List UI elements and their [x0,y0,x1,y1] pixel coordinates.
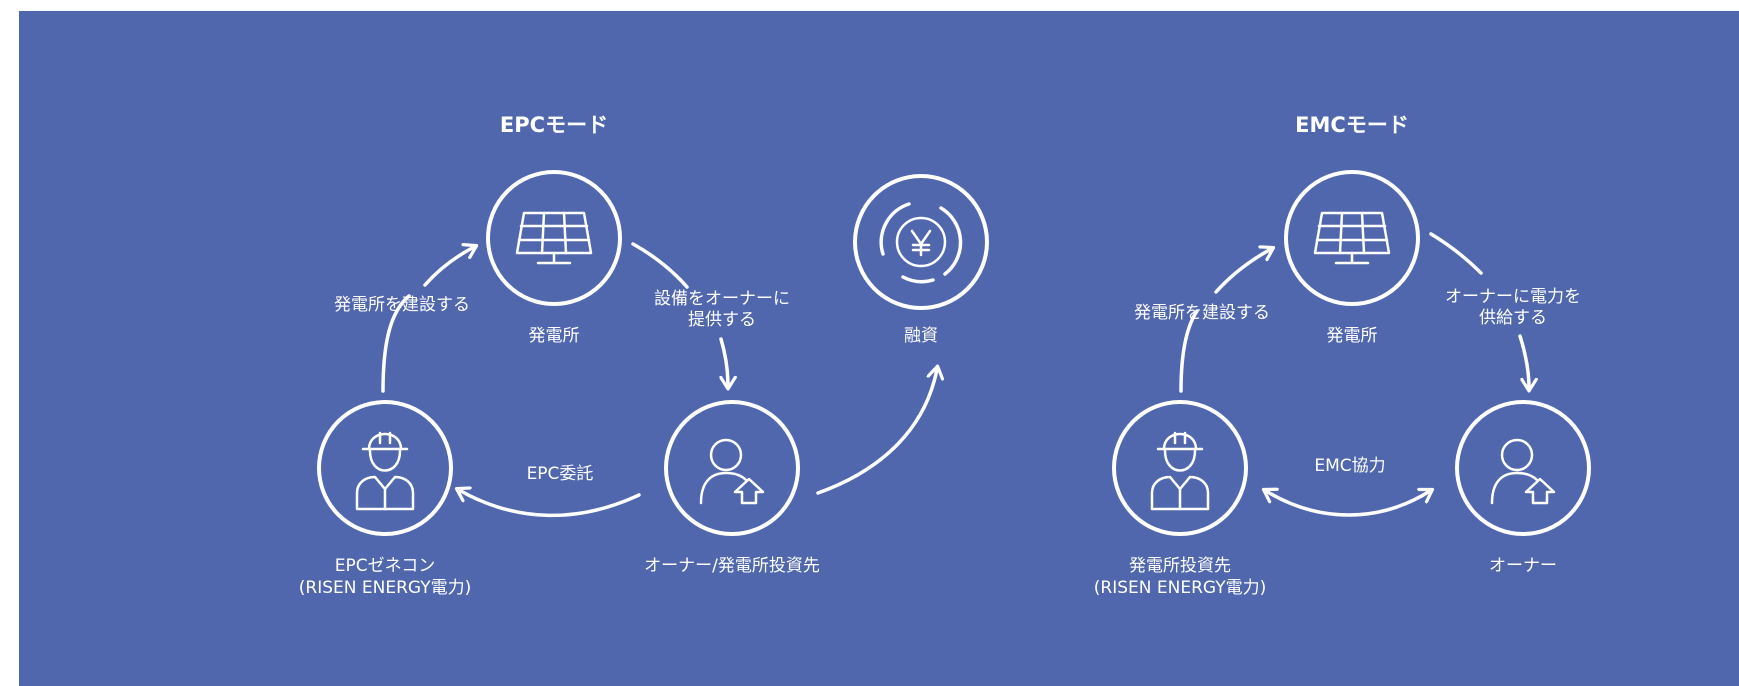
emc-investor-node: 発電所投資先 (RISEN ENERGY電力) [1094,400,1266,598]
emc-supply-arrow [1518,334,1529,388]
epc-finance-label: 融資 [904,326,938,346]
epc-provide-label-line1: 設備をオーナーに [654,289,790,309]
emc-plant-label: 発電所 [1327,326,1378,346]
emc-mode-section: EMCモード 発電所 発電所投資先 (RISEN ENERGY電力) オーナー … [1094,113,1591,598]
emc-owner-label: オーナー [1489,556,1557,576]
epc-owner-label: オーナー/発電所投資先 [644,556,820,576]
epc-provide-arrow-tail [631,242,689,289]
emc-supply-label-line2: 供給する [1479,308,1547,328]
diagram-background [19,11,1739,686]
epc-finance-node: 融資 [853,174,989,346]
emc-mode-title: EMCモード [1295,113,1409,137]
emc-build-label: 発電所を建設する [1134,303,1270,323]
epc-mode-section: EPCモード 発電所 融資 EPCゼネコン (RISEN ENERGY電力) オ… [299,113,989,598]
emc-cooperation-label: EMC協力 [1314,456,1385,476]
emc-supply-arrow-tail [1429,232,1483,275]
epc-commission-arrow [459,490,641,518]
epc-contractor-label-line1: EPCゼネコン [335,556,436,576]
epc-provide-label-line2: 提供する [688,310,756,330]
emc-owner-node: オーナー [1455,400,1591,576]
epc-build-arrow-tail [381,294,411,393]
emc-build-arrow [1214,249,1271,294]
emc-plant-node: 発電所 [1284,170,1420,346]
epc-build-arrow [423,247,474,287]
epc-owner-node: オーナー/発電所投資先 [644,400,820,576]
epc-contractor-label-line2: (RISEN ENERGY電力) [299,578,471,598]
epc-plant-label: 発電所 [529,326,580,346]
epc-provide-arrow [721,337,728,386]
emc-investor-label-line2: (RISEN ENERGY電力) [1094,578,1266,598]
emc-cooperation-arrow [1266,491,1430,517]
epc-contractor-node: EPCゼネコン (RISEN ENERGY電力) [299,400,471,598]
diagram-panel: EPCモード 発電所 融資 EPCゼネコン (RISEN ENERGY電力) オ… [19,11,1739,686]
epc-finance-arrow [816,369,937,495]
epc-build-label: 発電所を建設する [334,295,470,315]
emc-investor-label-line1: 発電所投資先 [1129,556,1231,576]
emc-build-arrow-tail [1179,309,1199,393]
emc-supply-label-line1: オーナーに電力を [1445,287,1581,307]
epc-commission-label: EPC委託 [527,464,594,484]
epc-mode-title: EPCモード [500,113,608,137]
epc-plant-node: 発電所 [486,170,622,346]
business-model-diagram: EPCモード 発電所 融資 EPCゼネコン (RISEN ENERGY電力) オ… [19,11,1739,686]
